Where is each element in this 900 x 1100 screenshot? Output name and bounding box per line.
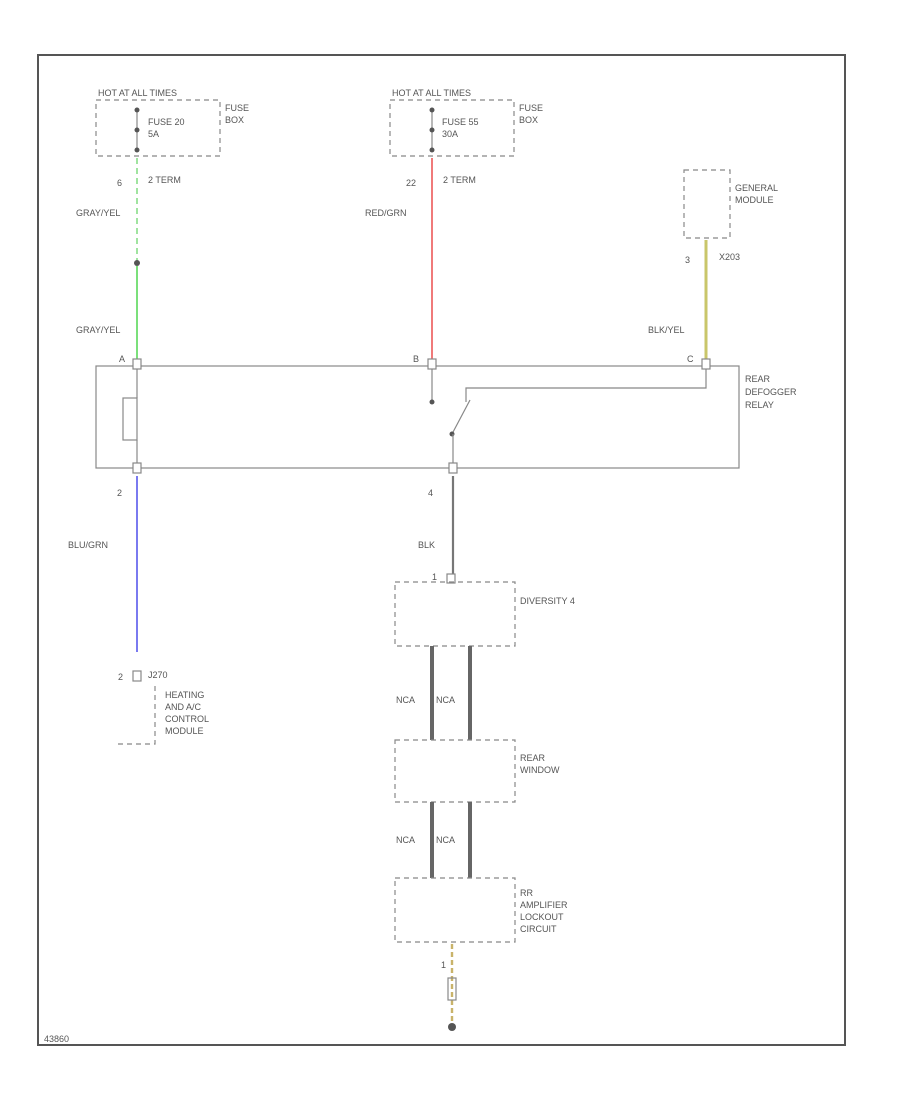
fuse-box-2-label-a: FUSE [519, 103, 543, 113]
fuse-box-1-label-b: BOX [225, 115, 244, 125]
fuse-1-amp: 5A [148, 129, 159, 139]
pin-b: 22 [406, 178, 416, 188]
hvac-pin: 2 [118, 672, 123, 682]
hvac-label-d: MODULE [165, 726, 204, 736]
ground-connector [447, 977, 457, 1001]
rf-label-b: AMPLIFIER [520, 900, 568, 910]
fuse-box-2-label-b: BOX [519, 115, 538, 125]
hvac-connector: J270 [148, 670, 168, 680]
hot-label-1: HOT AT ALL TIMES [98, 88, 177, 98]
connector-c: X203 [719, 252, 740, 262]
svg-text:B: B [413, 354, 419, 364]
fuse-1-dot-top [134, 107, 140, 113]
rf-lockout-module [394, 877, 516, 943]
hvac-label-b: AND A/C [165, 702, 202, 712]
relay-label-c: RELAY [745, 400, 774, 410]
wire-label-gray-yel-top: GRAY/YEL [76, 208, 120, 218]
hvac-module-outline [116, 686, 156, 745]
general-module [683, 169, 731, 239]
svg-text:1: 1 [432, 572, 437, 582]
splice-dot-left [134, 260, 140, 266]
fuse-2-amp: 30A [442, 129, 458, 139]
fuse-2-label: FUSE 55 [442, 117, 479, 127]
pin-a: 6 [117, 178, 122, 188]
diversity-module [394, 581, 516, 647]
hot-label-2: HOT AT ALL TIMES [392, 88, 471, 98]
fuse-box-1 [95, 99, 221, 157]
general-module-label-a: GENERAL [735, 183, 778, 193]
diagram-frame [37, 54, 846, 1046]
fuse-2-dot-mid [429, 127, 435, 133]
relay-switch-arm [451, 399, 471, 435]
rear-window-label-b: WINDOW [520, 765, 560, 775]
pin-d: 2 [117, 488, 122, 498]
wire-label-blk: BLK [418, 540, 435, 550]
connector-a: 2 TERM [148, 175, 181, 185]
wire-label-red-grn: RED/GRN [365, 208, 407, 218]
pin-f: 1 [441, 960, 446, 970]
hvac-label-a: HEATING [165, 690, 204, 700]
wire-label-blu-grn: BLU/GRN [68, 540, 108, 550]
general-module-label-b: MODULE [735, 195, 774, 205]
wire-label-nca-2: NCA [436, 695, 455, 705]
rear-window-label-a: REAR [520, 753, 546, 763]
fuse-1-dot-mid [134, 127, 140, 133]
fuse-box-2 [389, 99, 515, 157]
wire-label-gray-yel: GRAY/YEL [76, 325, 120, 335]
rear-defogger-relay [95, 365, 740, 469]
wire-label-nca-1: NCA [396, 695, 415, 705]
fuse-2-dot-bottom [429, 147, 435, 153]
svg-text:C: C [687, 354, 694, 364]
hvac-label-c: CONTROL [165, 714, 209, 724]
pin-e: 4 [428, 488, 433, 498]
fuse-2-dot-top [429, 107, 435, 113]
relay-label-b: DEFOGGER [745, 387, 797, 397]
rf-label-c: LOCKOUT [520, 912, 564, 922]
relay-label-a: REAR [745, 374, 771, 384]
connector-b: 2 TERM [443, 175, 476, 185]
relay-coil [122, 397, 138, 441]
figure-code: 43860 [44, 1034, 69, 1044]
ground-icon [448, 1023, 456, 1031]
diversity-label: DIVERSITY 4 [520, 596, 575, 606]
fuse-box-1-label-a: FUSE [225, 103, 249, 113]
wire-label-nca-3: NCA [396, 835, 415, 845]
rf-label-d: CIRCUIT [520, 924, 557, 934]
wire-label-nca-4: NCA [436, 835, 455, 845]
fuse-1-dot-bottom [134, 147, 140, 153]
wire-label-blk-yel: BLK/YEL [648, 325, 685, 335]
rf-label-a: RR [520, 888, 533, 898]
svg-text:A: A [119, 354, 125, 364]
rear-window-module [394, 739, 516, 803]
pin-c: 3 [685, 255, 690, 265]
fuse-1-label: FUSE 20 [148, 117, 185, 127]
